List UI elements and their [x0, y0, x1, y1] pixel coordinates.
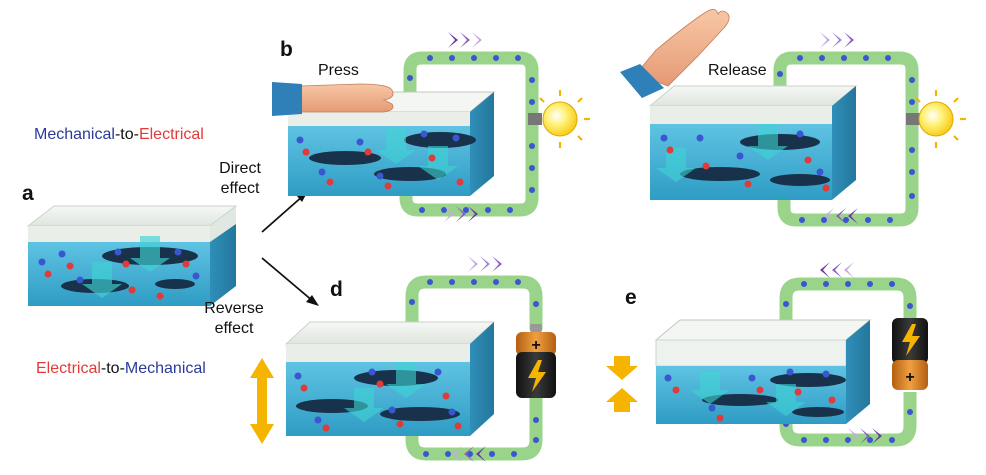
- panel-e: e: [606, 262, 928, 447]
- charges-b: [296, 130, 464, 190]
- flow-arrows-b-top: [448, 32, 482, 48]
- panel-e-letter: e: [625, 286, 637, 309]
- charges-d: [294, 368, 462, 432]
- svg-text:Reverse: Reverse: [204, 300, 264, 317]
- direct-effect-label: Direct effect: [219, 160, 261, 197]
- vertical-double-arrow-icon: [250, 358, 274, 444]
- charges-e: [664, 368, 836, 422]
- panel-d-letter: d: [330, 278, 343, 301]
- panel-a: a: [22, 182, 238, 306]
- lightbulb-icon-c: [906, 90, 966, 148]
- compress-arrows-icon: [606, 356, 638, 412]
- wire-c: [773, 51, 919, 227]
- e2m-title: Electrical-to-Mechanical: [36, 360, 206, 377]
- flow-arrows-d-top: [468, 256, 502, 272]
- flow-arrows-e-top: [820, 262, 854, 278]
- svg-text:+: +: [905, 369, 914, 386]
- piezo-slab-e: [654, 319, 872, 424]
- wire-e: [779, 277, 917, 447]
- svg-text:+: +: [531, 337, 540, 354]
- svg-text:effect: effect: [221, 180, 260, 197]
- lightbulb-icon-b: [528, 90, 590, 148]
- panel-a-letter: a: [22, 182, 34, 205]
- battery-icon-d: +: [516, 324, 556, 398]
- pressing-hand-icon: [272, 82, 394, 116]
- flow-arrows-d-bottom: [452, 446, 486, 462]
- reverse-arrow: [261, 257, 319, 306]
- charges-c: [660, 130, 830, 192]
- press-label: Press: [318, 62, 359, 79]
- battery-icon-e: +: [892, 318, 928, 390]
- panel-d: d: [284, 256, 556, 462]
- flow-arrows-c-top: [820, 32, 854, 48]
- svg-text:effect: effect: [215, 320, 254, 337]
- piezo-slab-b: [286, 91, 496, 196]
- reverse-effect-label: Reverse effect: [204, 300, 264, 337]
- piezo-slab-d: [284, 321, 496, 436]
- panel-b: b Press: [272, 32, 590, 222]
- m2e-title: Mechanical-to-Electrical: [34, 126, 204, 143]
- panel-c: c Release: [620, 9, 966, 227]
- svg-text:Direct: Direct: [219, 160, 261, 177]
- flow-arrows-b-bottom: [444, 206, 478, 222]
- charges-a: [38, 248, 200, 300]
- wire-b: [399, 51, 539, 217]
- release-label: Release: [708, 62, 767, 79]
- flow-arrows-c-bottom: [824, 208, 858, 224]
- piezo-slab-a: [26, 205, 238, 306]
- flow-arrows-e-bottom: [848, 428, 882, 444]
- releasing-hand-icon: [620, 9, 730, 98]
- panel-b-letter: b: [280, 38, 293, 61]
- piezo-slab-c: [648, 85, 858, 200]
- direct-arrow: [261, 191, 308, 233]
